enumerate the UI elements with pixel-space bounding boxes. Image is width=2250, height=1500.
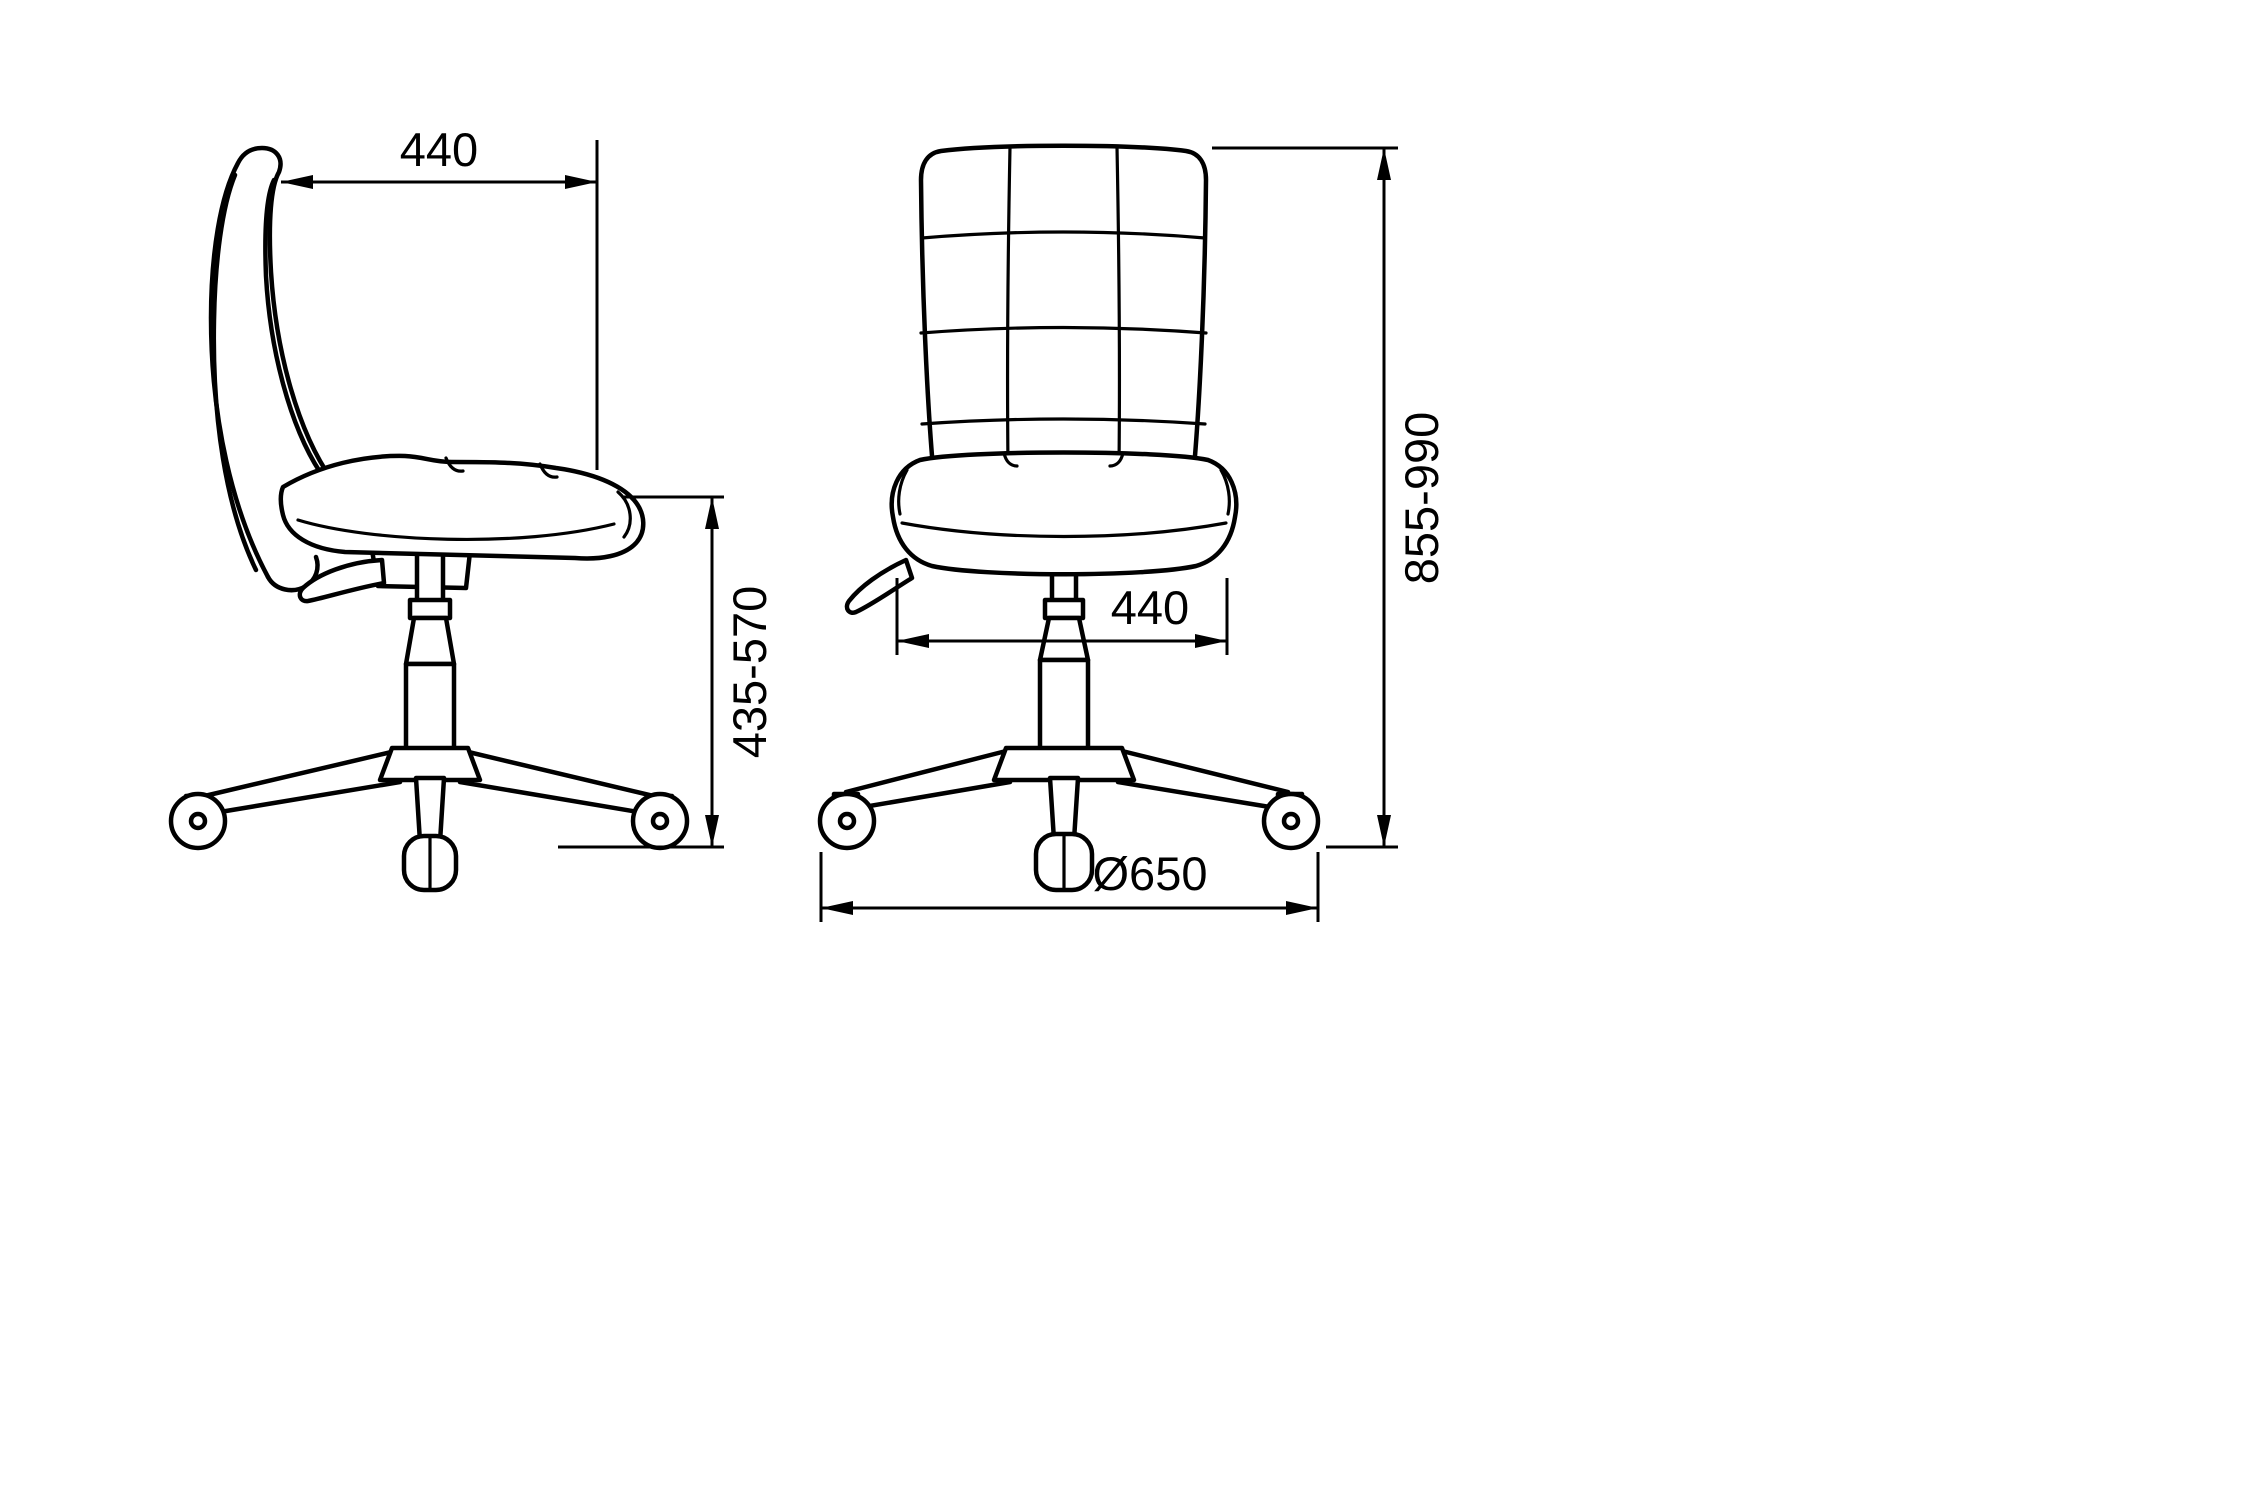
base-hub [991,745,1137,783]
front-gas-lift [1037,553,1091,755]
seat-seam-long [900,521,1228,539]
lift-collar [407,597,453,621]
height-lever [844,557,915,615]
backrest-seam-h2 [919,325,1208,335]
caster-hub-right [1281,811,1301,831]
dim-label-seat-depth: 440 [400,123,478,176]
lift-cylinder [1037,657,1091,755]
base-leg-right [1115,747,1291,813]
side-view [168,145,690,893]
base-leg-left [843,747,1013,813]
dim-label-seat-width: 440 [1111,581,1189,634]
base-leg-left [193,747,403,819]
seat-bolster-left [897,468,909,516]
dim-front-seat-width: 440 [895,578,1229,655]
dimensions: 440 435-570 440 855-990 Ø650 [281,123,1448,922]
seat-outline [889,450,1239,577]
dim-side-seat-depth: 440 [281,123,599,470]
front-seat [889,450,1239,577]
caster-stem-center [1047,775,1081,843]
seat-bolster-right [1219,468,1231,516]
backrest-seam-v1 [1006,145,1012,468]
dim-label-base-diameter: Ø650 [1093,847,1208,900]
side-base [168,745,690,893]
base-hub [377,745,483,783]
backrest-outline [918,143,1209,471]
front-base [817,745,1321,893]
seat-tuft-2 [1108,451,1125,468]
dim-front-base-diameter: Ø650 [819,847,1320,922]
backrest-back-seam [211,172,259,573]
front-view [817,143,1321,893]
caster-hub-right [650,811,670,831]
dim-side-seat-height: 435-570 [558,495,776,849]
seat-tuft-1 [1002,451,1019,468]
tilt-lever [297,557,387,604]
caster-hub-left [837,811,857,831]
side-seat [278,453,646,561]
lift-collar [1042,597,1086,621]
seat-tuft-2 [538,462,559,479]
lift-cylinder [403,661,457,755]
front-backrest [918,143,1209,471]
dim-front-overall-height: 855-990 [1212,146,1448,849]
base-leg-right [457,747,665,819]
lift-cone [1037,615,1091,663]
seat-seam-long [296,518,616,542]
seat-tuft-1 [444,456,465,473]
caster-stem-center [413,775,447,845]
seat-front-piping [616,490,632,539]
caster-hub-left [188,811,208,831]
backrest-seam-v2 [1115,145,1121,468]
dim-label-overall-height: 855-990 [1395,412,1448,585]
side-backrest [208,145,335,593]
backrest-seam-h1 [920,230,1207,240]
backrest-front-seam [263,177,323,475]
lift-cone [403,615,457,667]
dim-label-seat-height: 435-570 [723,586,776,759]
backrest-seam-h3 [920,417,1207,426]
